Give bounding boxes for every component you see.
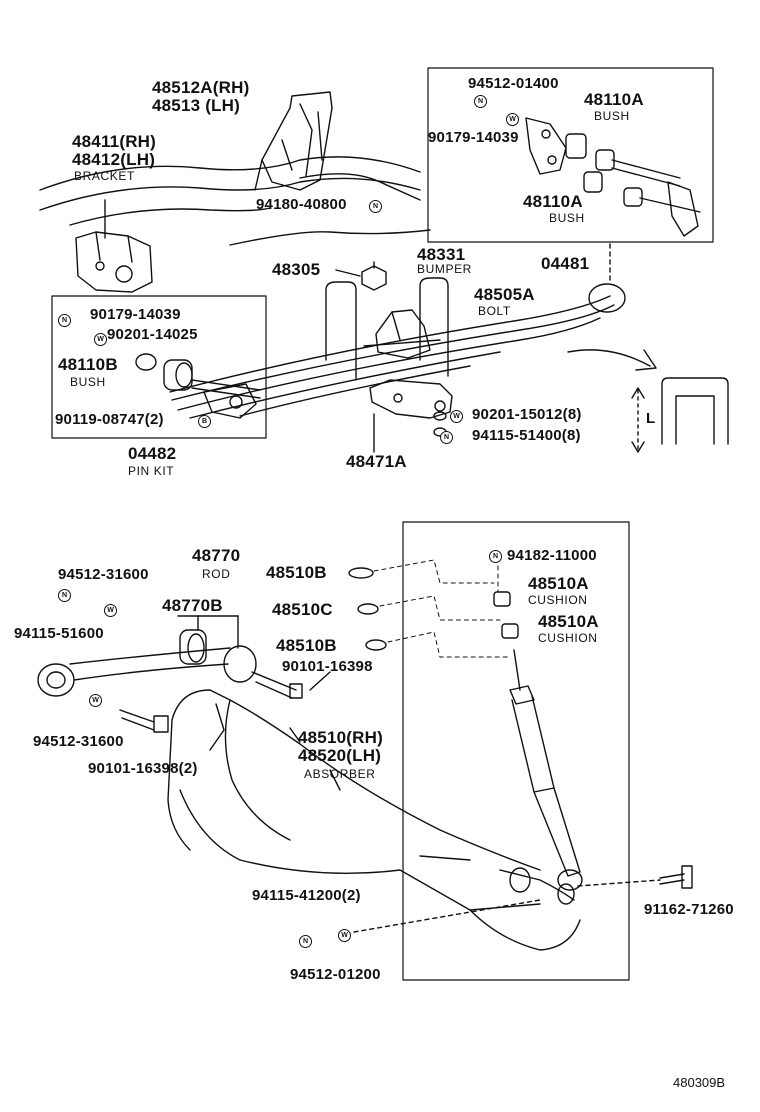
shackle [525, 117, 701, 237]
bolt-91162 [659, 865, 693, 889]
label-90179-14039-top: 90179-14039 [428, 129, 519, 146]
label-48510b-top: 48510B [266, 563, 327, 582]
label-90119-08747: 90119-08747(2) [55, 411, 164, 428]
label-48331: 48331 [417, 245, 466, 264]
label-48110b: 48110B [58, 355, 118, 374]
caption-cushion-bot: CUSHION [538, 631, 598, 645]
label-94512-01400: 94512-01400 [468, 75, 559, 92]
label-48412-lh: 48412(LH) [72, 150, 156, 169]
leader-48305 [335, 269, 361, 277]
spring-seat [369, 379, 453, 419]
caption-cushion-top: CUSHION [528, 593, 588, 607]
axle-housing [167, 689, 581, 951]
nut-marker-n: N [58, 314, 71, 327]
washer-marker-w: W [89, 694, 102, 707]
leader-90101 [309, 671, 331, 691]
bolt-marker-b: B [198, 415, 211, 428]
washer-marker-w: W [450, 410, 463, 423]
bolt-lower [119, 709, 169, 733]
footer-code: 480309B [673, 1075, 726, 1090]
spring-hanger [254, 91, 333, 191]
u-bolt-dimension [631, 377, 729, 453]
kit-box-absorber [402, 521, 630, 981]
caption-bumper: BUMPER [417, 262, 472, 276]
label-91162-71260: 91162-71260 [644, 901, 734, 918]
bumper [363, 309, 441, 359]
direction-arrow [567, 349, 657, 371]
lateral-rod [37, 629, 303, 699]
caption-bracket: BRACKET [74, 169, 135, 183]
washer-marker-w: W [104, 604, 117, 617]
shock-absorber [509, 649, 583, 891]
caption-rod: ROD [202, 567, 231, 581]
dimension-l: L [646, 410, 656, 427]
caption-bush-mid: BUSH [549, 211, 585, 225]
label-48510c: 48510C [272, 600, 333, 619]
label-94512-31600-bot: 94512-31600 [33, 733, 124, 750]
cushion-leaders [373, 559, 511, 658]
washer-marker-w: W [338, 929, 351, 942]
label-48471a: 48471A [346, 452, 407, 471]
label-48411-rh: 48411(RH) [72, 132, 157, 151]
leader-absorber-a [289, 727, 301, 743]
label-48770: 48770 [192, 546, 241, 565]
caption-bolt: BOLT [478, 304, 511, 318]
washer-marker-w: W [506, 113, 519, 126]
label-94512-01200: 94512-01200 [290, 966, 381, 983]
cushion-stack [348, 567, 519, 651]
caption-absorber: ABSORBER [304, 767, 376, 781]
label-90101-16398: 90101-16398 [282, 658, 373, 675]
leader-lower-nut [353, 899, 541, 933]
caption-bush-left: BUSH [70, 375, 106, 389]
frame-bracket [75, 231, 153, 293]
label-48520-lh: 48520(LH) [298, 746, 382, 765]
label-48512a-rh: 48512A(RH) [152, 78, 250, 97]
nut-marker-n: N [440, 431, 453, 444]
leaf-spring [169, 283, 626, 419]
label-48510a-bot: 48510A [538, 612, 599, 631]
nut-marker-n: N [474, 95, 487, 108]
nut-marker-n: N [58, 589, 71, 602]
stopper-48305 [361, 261, 387, 291]
label-94115-41200: 94115-41200(2) [252, 887, 361, 904]
kit-box-04481 [427, 67, 714, 243]
label-94512-31600-top: 94512-31600 [58, 566, 149, 583]
label-48513-lh: 48513 (LH) [152, 96, 240, 115]
label-90101-16398-2: 90101-16398(2) [88, 760, 198, 777]
label-48770b: 48770B [162, 596, 223, 615]
label-48305: 48305 [272, 260, 321, 279]
label-48510b-bot: 48510B [276, 636, 337, 655]
label-90201-15012: 90201-15012(8) [472, 406, 582, 423]
nut-marker-n: N [489, 550, 502, 563]
label-94180-40800: 94180-40800 [256, 196, 347, 213]
kit-box-04482 [51, 295, 267, 439]
leader-91162 [577, 879, 661, 887]
label-94115-51400: 94115-51400(8) [472, 427, 581, 444]
label-04482: 04482 [128, 444, 177, 463]
nut-marker-n: N [299, 935, 312, 948]
pin-kit-parts [135, 353, 261, 419]
washer-marker-w: W [94, 333, 107, 346]
nut-marker-n: N [369, 200, 382, 213]
u-bolt [325, 277, 449, 381]
label-48505a: 48505A [474, 285, 535, 304]
label-48110a-mid: 48110A [523, 192, 583, 211]
label-94115-51600: 94115-51600 [14, 625, 104, 642]
label-48510-rh: 48510(RH) [298, 728, 383, 747]
label-48110a-top: 48110A [584, 90, 644, 109]
label-94182-11000: 94182-11000 [507, 547, 597, 564]
leader-absorber-b [329, 769, 341, 791]
label-04481: 04481 [541, 254, 590, 273]
label-90179-14039-box: 90179-14039 [90, 306, 181, 323]
caption-bush-top: BUSH [594, 109, 630, 123]
label-90201-14025: 90201-14025 [107, 326, 198, 343]
caption-pin-kit: PIN KIT [128, 464, 175, 478]
label-48510a-top: 48510A [528, 574, 589, 593]
